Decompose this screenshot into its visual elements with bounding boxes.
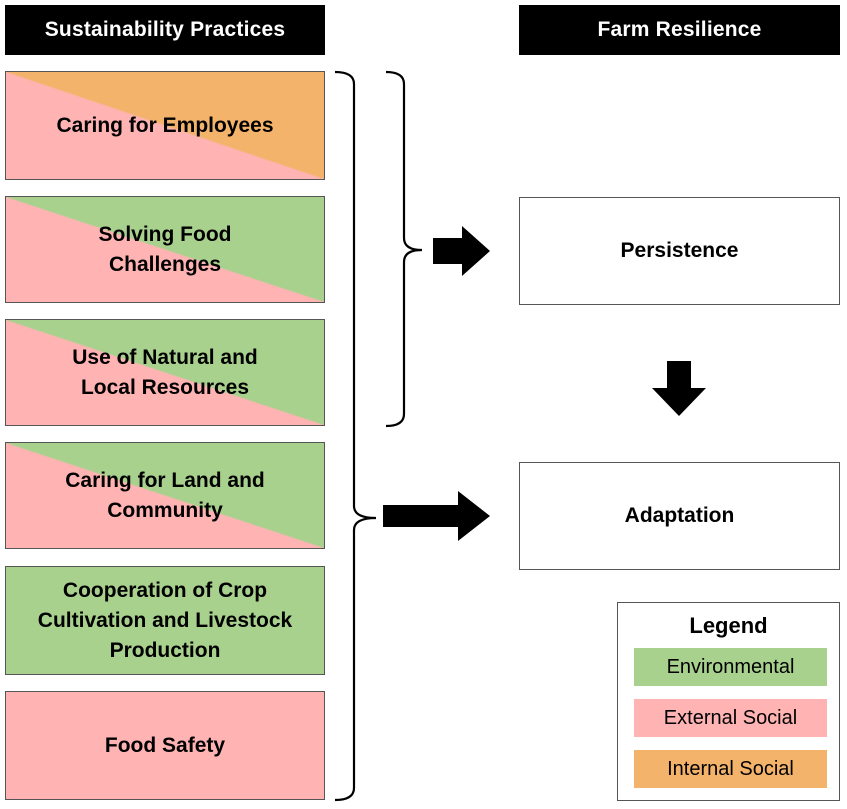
- inner-brace: [385, 70, 423, 428]
- practice-crop-livestock-cooperation: Cooperation of Crop Cultivation and Live…: [5, 566, 325, 675]
- legend-item-internal-social: Internal Social: [634, 750, 827, 788]
- practice-natural-local-resources: Use of Natural and Local Resources: [5, 319, 325, 426]
- practice-label: Caring for Land and Community: [65, 468, 265, 522]
- persistence-label: Persistence: [620, 239, 739, 262]
- sustainability-practices-header: Sustainability Practices: [5, 5, 325, 55]
- practice-caring-for-employees: Caring for Employees: [5, 71, 325, 180]
- farm-resilience-header: Farm Resilience: [519, 5, 840, 55]
- legend-item-external-social: External Social: [634, 699, 827, 737]
- practice-solving-food-challenges: Solving Food Challenges: [5, 196, 325, 303]
- arrow-persistence-to-adaptation: [652, 361, 706, 416]
- persistence-box: Persistence: [519, 197, 840, 305]
- arrow-to-adaptation: [383, 491, 490, 541]
- practice-food-safety: Food Safety: [5, 691, 325, 800]
- arrow-to-persistence: [433, 226, 490, 276]
- legend: Legend Environmental External Social Int…: [617, 602, 840, 801]
- adaptation-box: Adaptation: [519, 462, 840, 570]
- practice-label: Caring for Employees: [56, 113, 274, 137]
- legend-title: Legend: [689, 613, 768, 638]
- legend-item-environmental: Environmental: [634, 648, 827, 686]
- adaptation-label: Adaptation: [624, 504, 735, 527]
- practice-caring-for-land-community: Caring for Land and Community: [5, 442, 325, 549]
- practice-label: Cooperation of Crop Cultivation and Live…: [37, 578, 293, 662]
- practice-label: Use of Natural and Local Resources: [72, 345, 258, 399]
- practice-label: Solving Food Challenges: [98, 222, 232, 276]
- outer-brace: [334, 70, 377, 802]
- practice-label: Food Safety: [104, 733, 226, 757]
